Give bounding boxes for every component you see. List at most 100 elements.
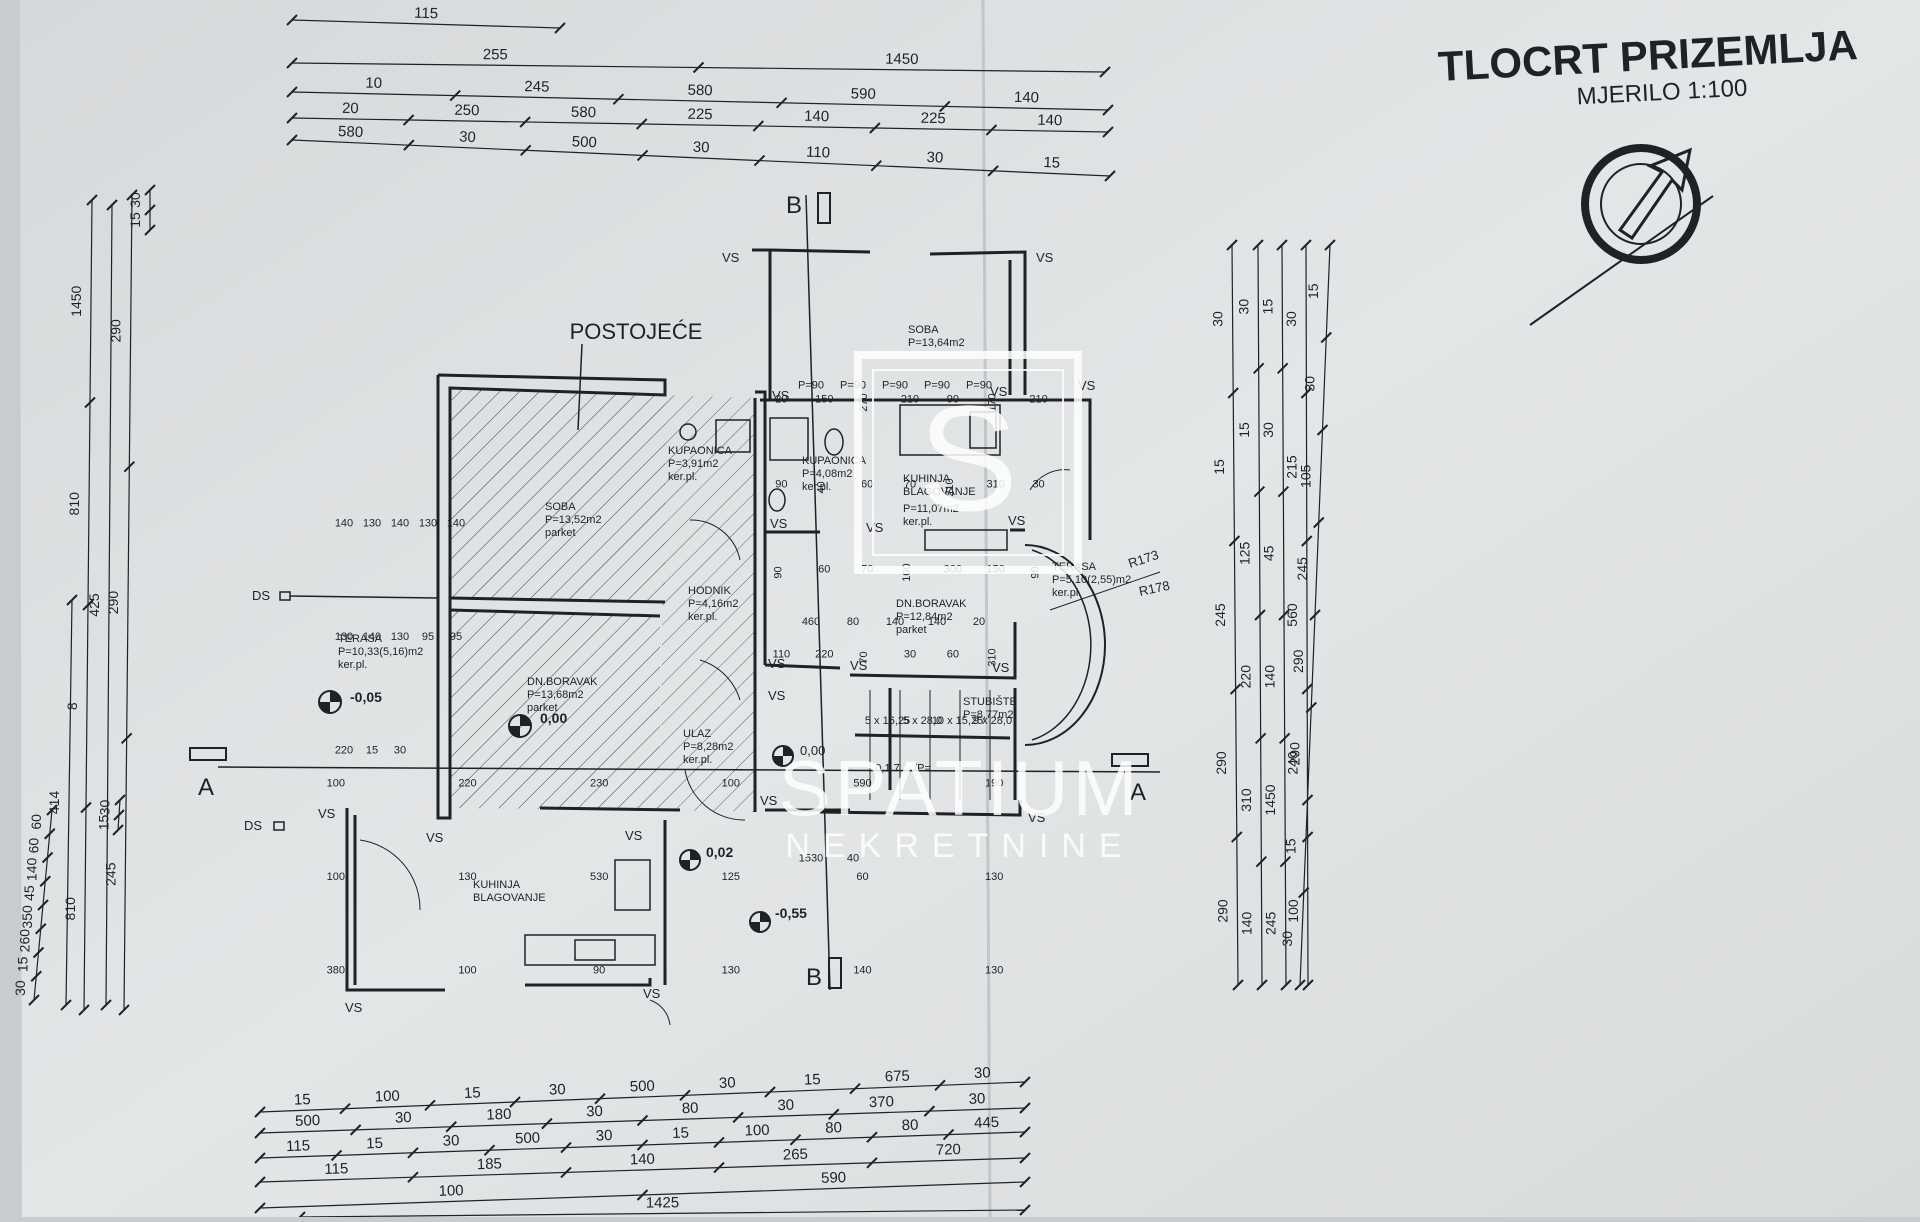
dimension-tick	[1252, 239, 1264, 251]
dimension-value: 590	[851, 85, 876, 103]
dimension-tick	[636, 1189, 649, 1201]
dimension-value: 30	[442, 1132, 459, 1150]
dimension-value: 260	[17, 929, 33, 953]
dimension-value: 60	[28, 814, 44, 830]
dimension-tick	[1278, 732, 1291, 745]
level-marker-icon	[772, 745, 794, 767]
dimension-value: 100	[458, 964, 476, 976]
room-area: P=4,16m2	[688, 598, 738, 610]
dimension-value: 140	[335, 518, 353, 530]
section-a-right: A	[1130, 779, 1146, 806]
room-floor: ker.pl.	[903, 516, 932, 528]
dimension-value: 30	[904, 649, 916, 661]
watermark-brand: SPATIUM	[778, 744, 1141, 832]
level-markers: -0,05 0,00 0,00 0,02 -0,55	[318, 689, 825, 933]
watermark-monogram: S	[918, 374, 1018, 542]
level-marker-icon	[318, 690, 342, 714]
level-marker-icon	[508, 714, 532, 738]
vs-mark: VS	[1008, 513, 1026, 528]
dimension-tick	[286, 86, 298, 98]
vs-mark: VS	[770, 516, 788, 531]
dimension-value: 0,1 7	[875, 762, 899, 774]
dimension-value: 30	[1260, 422, 1276, 438]
dimension-value: 500	[629, 1078, 655, 1096]
dimension-tick	[286, 14, 298, 26]
dimension-value: /P=	[914, 762, 931, 774]
dimension-tick	[113, 809, 125, 821]
dimension-tick	[82, 599, 94, 611]
vs-mark: VS	[426, 830, 444, 845]
dimension-tick	[789, 1134, 802, 1146]
dimension-tick	[46, 804, 58, 816]
dimension-value: 140	[928, 616, 946, 628]
dimension-line	[291, 91, 1109, 111]
radius-leader	[1049, 571, 1161, 611]
room-name: SOBA	[545, 501, 576, 513]
dimension-tick	[764, 1086, 776, 1098]
stair-treads	[869, 690, 991, 800]
dimension-value: 110	[806, 144, 831, 162]
dimension-tick	[679, 1089, 691, 1102]
section-line-a	[189, 747, 1161, 773]
dimension-value: 580	[571, 104, 596, 121]
dimension-value: 810	[62, 897, 78, 921]
dimension-tick	[753, 154, 766, 167]
dimension-tick	[1256, 979, 1268, 991]
dimension-value: 100	[722, 778, 740, 790]
dimension-value: 255	[483, 46, 508, 63]
dimension-value: 220	[1237, 665, 1253, 689]
dimension-value: 20	[342, 100, 359, 117]
dimension-tick	[30, 970, 42, 982]
dimension-value: 310	[987, 479, 1005, 491]
dimension-tick	[1231, 831, 1243, 843]
dimension-tick	[1019, 1204, 1031, 1216]
dimension-value: 30	[549, 1081, 566, 1099]
dimension-value: 185	[477, 1155, 503, 1173]
dimension-tick	[612, 93, 625, 105]
dimension-value: 245	[524, 78, 549, 96]
radius-label: R178	[1138, 578, 1172, 599]
vs-mark: VS	[866, 520, 884, 535]
room-floor: ker.pl.	[683, 754, 712, 766]
dimension-value: 445	[974, 1114, 1000, 1132]
vs-mark: VS	[760, 793, 778, 808]
door-swings	[359, 469, 1071, 1026]
dimension-value: 115	[414, 5, 438, 23]
dimension-tick	[339, 1102, 351, 1115]
dimension-line	[291, 139, 1111, 177]
dimension-tick	[1279, 855, 1292, 868]
dimension-tick	[1277, 485, 1290, 498]
dimension-value: 70	[904, 479, 916, 491]
room-name: ULAZ	[683, 728, 711, 740]
dimension-tick	[1019, 1102, 1031, 1114]
dimension-tick	[424, 1099, 436, 1112]
dimension-value: 245	[102, 862, 118, 886]
level-value: 0,02	[706, 844, 733, 860]
paper-fold	[981, 0, 992, 1218]
dimension-value: 5 x 28,0	[903, 715, 942, 727]
dimension-tick	[402, 114, 415, 126]
dimension-value: 125	[722, 871, 740, 883]
dimension-value: 460	[802, 616, 820, 628]
dimension-value: 675	[884, 1068, 910, 1086]
dimension-value: 180	[486, 1106, 512, 1124]
dimension-value: 560	[1284, 603, 1300, 627]
vs-mark: VS	[722, 250, 740, 265]
dimension-value: 90	[947, 394, 959, 406]
room-floor: parket	[896, 624, 927, 636]
dimension-value: 265	[783, 1146, 809, 1164]
dimension-value: 30	[1283, 311, 1299, 327]
dimension-tick	[1301, 683, 1313, 695]
dimension-tick	[254, 1106, 266, 1118]
vs-mark: VS	[768, 688, 786, 703]
room-name: KUHINJA	[903, 473, 951, 485]
dimension-value: 215	[1284, 455, 1300, 479]
vs-mark: VS	[1028, 810, 1046, 825]
dimension-value: 590	[821, 1169, 847, 1187]
dimension-tick	[286, 134, 298, 146]
room-floor: parket	[527, 702, 558, 714]
dimension-value: 230	[590, 778, 608, 790]
room-floor: ker.pl.	[1052, 587, 1081, 599]
dimension-value: 140	[1261, 665, 1277, 689]
vs-mark: VS	[768, 656, 786, 671]
